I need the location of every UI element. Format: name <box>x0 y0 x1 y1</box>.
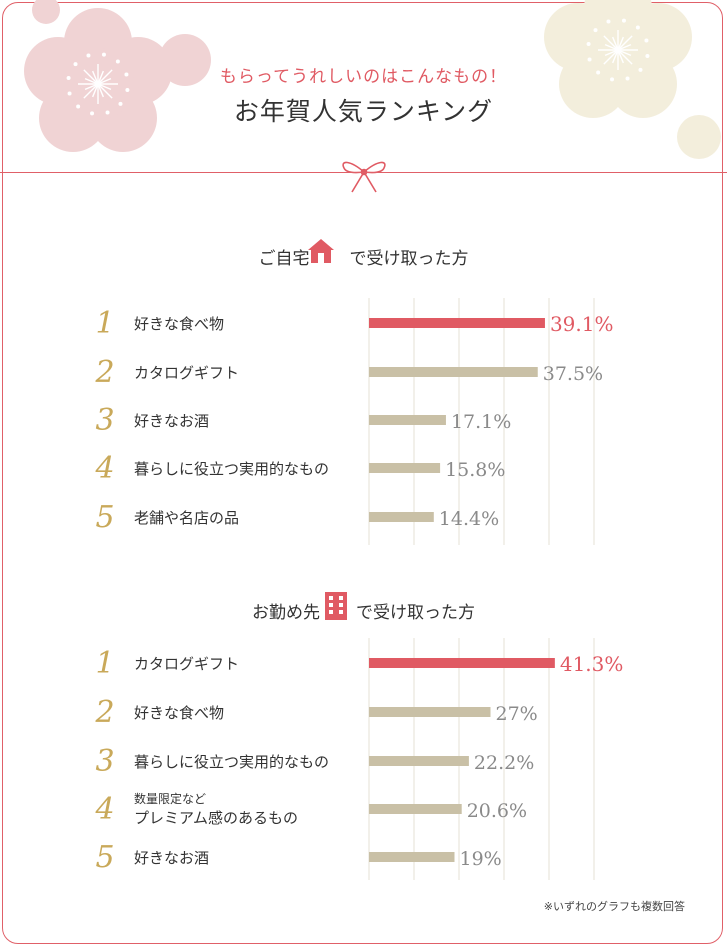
ribbon-icon <box>342 161 386 193</box>
section-title-office-prefix: お勤め先 <box>252 603 320 623</box>
rank-number: 3 <box>95 744 114 779</box>
section-title-home-suffix: で受け取った方 <box>349 249 469 269</box>
value-label: 39.1% <box>550 312 614 336</box>
dot-cream-icon <box>677 115 721 159</box>
bar <box>369 756 469 766</box>
category-label: 好きな食べ物 <box>134 704 224 722</box>
ranking-chart-1: 1 好きな食べ物 39.1% 2 カタログギフト 37.5% 3 好きなお酒 17.1% 4 暮らし… <box>94 298 613 545</box>
ranking-chart-2: 1 カタログギフト 41.3% 2 好きな食べ物 27% 3 暮らしに役立つ実用的なもの 22.… <box>94 638 623 880</box>
house-icon <box>308 239 334 263</box>
value-label: 15.8% <box>445 459 505 481</box>
value-label: 19% <box>460 848 502 870</box>
rank-number: 4 <box>94 451 114 486</box>
category-label: カタログギフト <box>134 364 239 382</box>
bar <box>369 804 462 814</box>
bar <box>369 318 545 328</box>
header-subtitle: もらってうれしいのはこんなもの！ <box>219 67 508 87</box>
section-title-office: お勤め先 で受け取った方 <box>0 598 727 623</box>
rank-number: 5 <box>95 500 114 535</box>
rank-number: 2 <box>94 355 114 390</box>
section-title-home-prefix: ご自宅 <box>258 249 310 269</box>
category-label: 好きなお酒 <box>134 412 209 430</box>
stamen-cream-icon <box>586 18 650 82</box>
bar <box>369 463 441 473</box>
category-label: 暮らしに役立つ実用的なもの <box>134 460 329 478</box>
bar <box>369 658 555 668</box>
category-label-line-1: 数量限定など <box>134 791 206 806</box>
rank-number: 1 <box>95 306 114 341</box>
bar <box>369 367 538 377</box>
value-label: 41.3% <box>560 652 624 676</box>
category-label-line-2: プレミアム感のあるもの <box>134 809 298 827</box>
bar <box>369 415 446 425</box>
bar <box>369 852 455 862</box>
building-icon <box>325 592 347 620</box>
section-title-home: ご自宅 で受け取った方 <box>0 244 727 269</box>
bar <box>369 707 491 717</box>
category-label: 暮らしに役立つ実用的なもの <box>134 753 329 771</box>
dot-pink-small-icon <box>32 0 60 24</box>
bar <box>369 512 434 522</box>
rank-number: 4 <box>94 792 114 827</box>
value-label: 14.4% <box>439 508 499 530</box>
value-label: 22.2% <box>474 752 534 774</box>
rank-number: 1 <box>95 646 114 681</box>
category-label: カタログギフト <box>134 655 239 673</box>
section-title-office-suffix: で受け取った方 <box>356 603 475 623</box>
stamen-pink-icon <box>66 52 130 116</box>
footnote: ※いずれのグラフも複数回答 <box>543 900 685 913</box>
rank-number: 3 <box>95 403 114 438</box>
category-label: 好きな食べ物 <box>134 315 224 333</box>
category-label: 好きなお酒 <box>134 849 209 867</box>
rank-number: 5 <box>95 840 114 875</box>
category-label: 老舗や名店の品 <box>134 509 239 527</box>
value-label: 27% <box>496 703 538 725</box>
page-title: お年賀人気ランキング <box>233 97 494 126</box>
value-label: 37.5% <box>543 363 603 385</box>
value-label: 17.1% <box>451 411 511 433</box>
value-label: 20.6% <box>467 800 527 822</box>
rank-number: 2 <box>94 695 114 730</box>
header-divider <box>0 172 727 173</box>
dot-pink-large-icon <box>159 34 211 86</box>
